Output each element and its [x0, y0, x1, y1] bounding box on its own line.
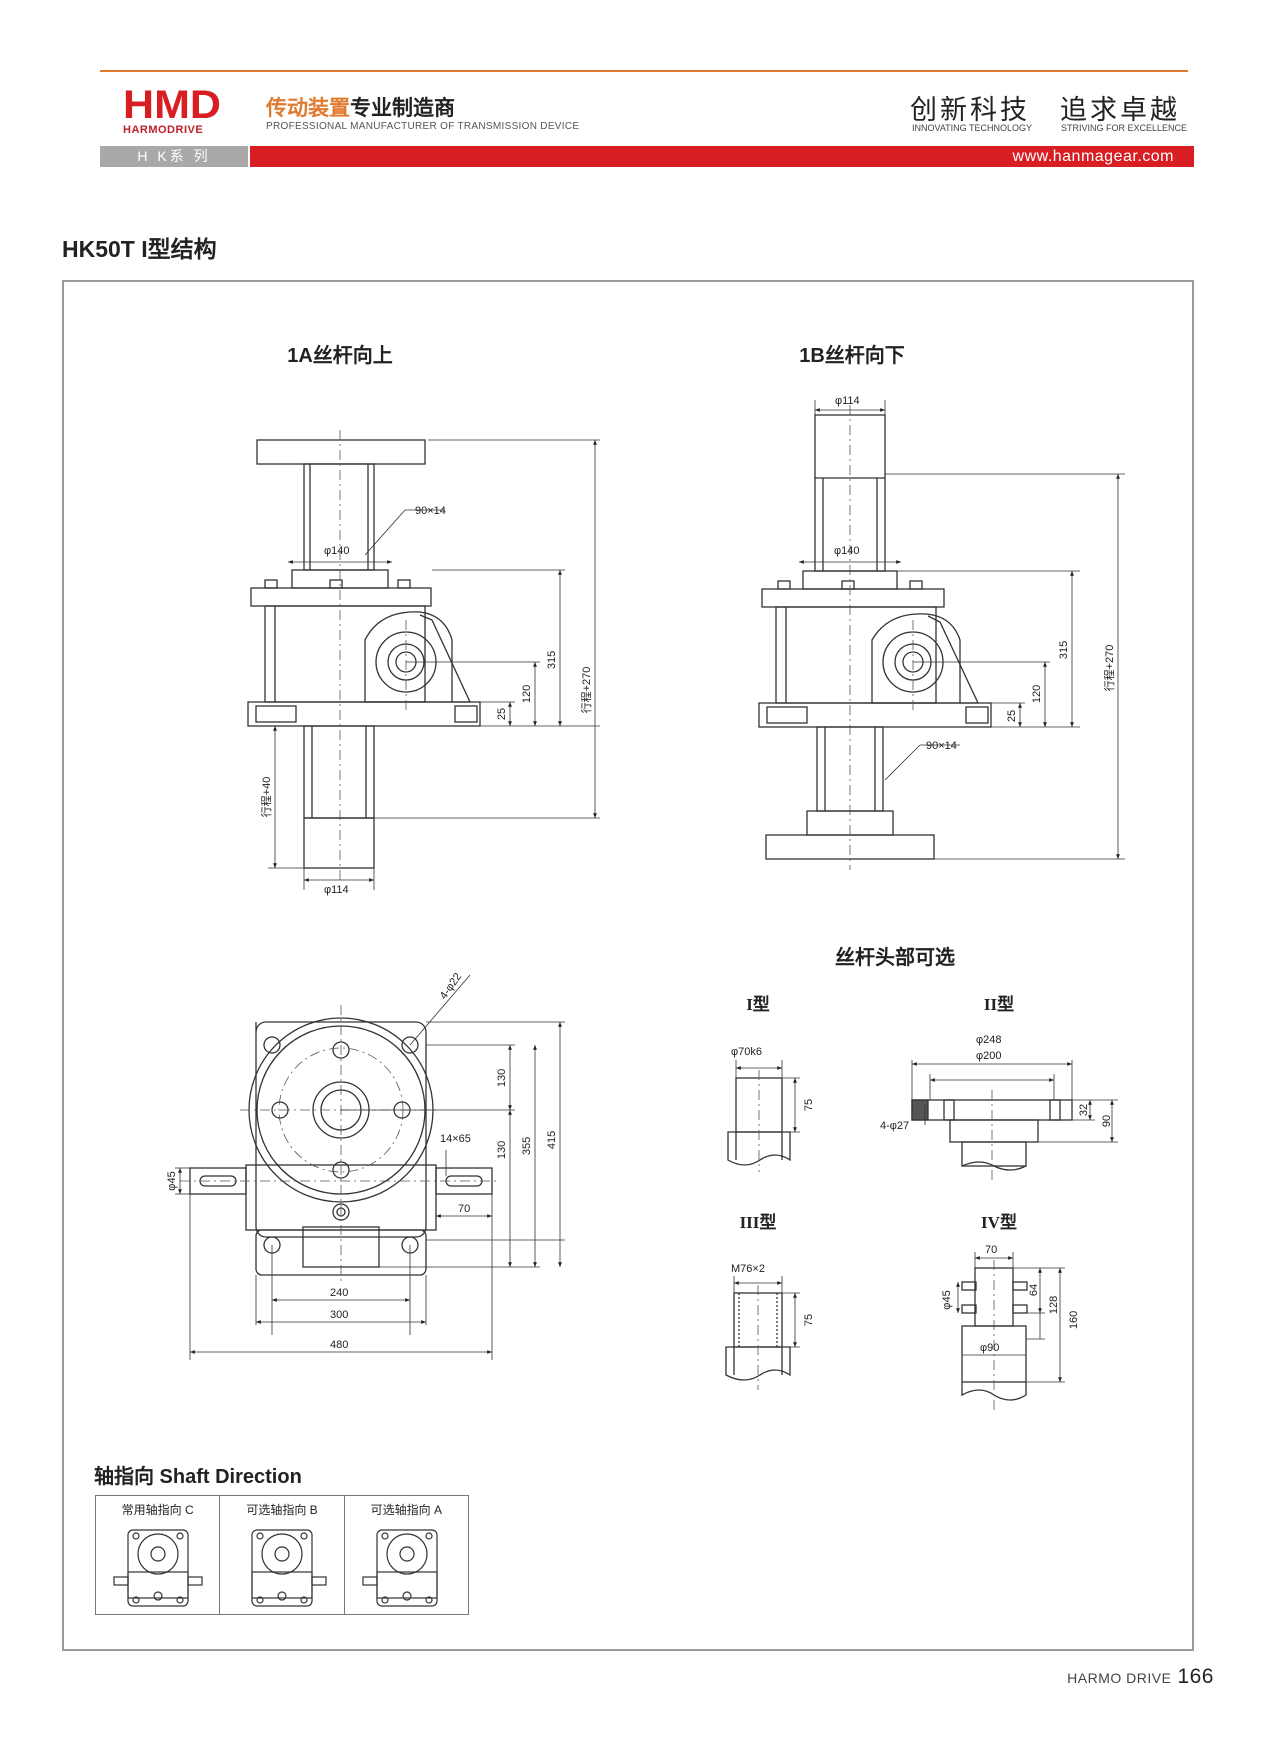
type-iii-label: III型 [740, 1212, 777, 1232]
view-1b-drawing [758, 414, 992, 860]
view-1a-drawing [247, 439, 481, 869]
tagline-en: PROFESSIONAL MANUFACTURER OF TRANSMISSIO… [266, 121, 580, 132]
dim-1a-stroke270: 行程+270 [580, 667, 593, 714]
type-i-drawing [727, 1077, 791, 1166]
dim-1b-25: 25 [1006, 710, 1018, 722]
type-iv-64: 64 [1028, 1284, 1040, 1296]
type-i-label: I型 [746, 994, 770, 1014]
website-url[interactable]: www.hanmagear.com [1012, 148, 1174, 165]
dim-top-240: 240 [330, 1287, 348, 1299]
dim-1b-d114: φ114 [835, 395, 860, 407]
shaft-direction-table: 常用轴指向 C 可选轴指向 B 可选轴指向 A [95, 1495, 469, 1615]
type-i-len: 75 [803, 1099, 815, 1111]
dim-1a-thread: 90×14 [415, 505, 446, 517]
type-iii-thread: M76×2 [731, 1263, 765, 1275]
type-ii-32: 32 [1078, 1104, 1090, 1116]
type-iv-128: 128 [1048, 1296, 1060, 1314]
dim-top-415: 415 [546, 1131, 558, 1149]
tagline-cn: 传动装置专业制造商 [266, 92, 455, 122]
motto-excellence: 追求卓越 [1060, 95, 1180, 126]
type-ii-d200: φ200 [976, 1050, 1002, 1062]
footer-brand: HARMO DRIVE [1067, 1670, 1172, 1686]
dim-1a-315: 315 [546, 651, 558, 669]
type-ii-d248: φ248 [976, 1034, 1002, 1046]
brand-name: HARMODRIVE [123, 124, 204, 136]
shaft-a-diagram [362, 1529, 438, 1607]
type-ii-90: 90 [1101, 1115, 1113, 1127]
motto-innovation: 创新科技 [910, 95, 1030, 126]
view-1a-title: 1A丝杆向上 [287, 343, 393, 367]
shaft-option-label: 可选轴指向 A [370, 1503, 442, 1517]
type-iv-d90: φ90 [980, 1342, 999, 1354]
shaft-option-c: 常用轴指向 C [96, 1496, 221, 1614]
shaft-option-label: 可选轴指向 B [246, 1503, 318, 1517]
motto-innovation-en: INNOVATING TECHNOLOGY [912, 123, 1033, 133]
brand-logo: HMD [123, 86, 221, 122]
dim-top-d45: φ45 [166, 1171, 178, 1190]
logo-text: HMD [123, 86, 221, 122]
dim-1a-d114: φ114 [324, 884, 349, 896]
dim-1a-25: 25 [496, 708, 508, 720]
dim-1b-120: 120 [1031, 685, 1043, 703]
dim-top-key: 14×65 [440, 1133, 471, 1145]
drawing-frame [62, 280, 1194, 1651]
dim-top-130b: 130 [496, 1141, 508, 1159]
shaft-option-b: 可选轴指向 B [220, 1496, 345, 1614]
type-iv-drawing [961, 1267, 1028, 1401]
series-label: H K系 列 [100, 146, 248, 167]
page-number: 166 [1177, 1665, 1214, 1688]
motto-excellence-en: STRIVING FOR EXCELLENCE [1061, 123, 1188, 133]
tagline-rest: 专业制造商 [350, 97, 455, 120]
dim-top-130a: 130 [496, 1069, 508, 1087]
header-red-bar [250, 146, 1194, 167]
view-1b-title: 1B丝杆向下 [799, 343, 905, 367]
dim-1b-315: 315 [1058, 641, 1070, 659]
shaft-option-a: 可选轴指向 A [345, 1496, 468, 1614]
dim-top-70: 70 [458, 1203, 470, 1215]
type-i-dia: φ70k6 [731, 1046, 762, 1058]
type-iv-160: 160 [1068, 1311, 1080, 1329]
dim-1b-thread: 90×14 [926, 740, 957, 752]
dim-1b-d140: φ140 [834, 545, 860, 557]
type-ii-holes: 4-φ27 [880, 1120, 909, 1132]
type-ii-label: II型 [984, 994, 1014, 1014]
type-iii-len: 75 [803, 1314, 815, 1326]
header-top-line [100, 70, 1188, 72]
type-iv-d45: φ45 [941, 1290, 953, 1309]
dim-top-300: 300 [330, 1309, 348, 1321]
dim-top-355: 355 [521, 1137, 533, 1155]
footer: HARMO DRIVE 166 [1067, 1665, 1214, 1689]
shaft-option-label: 常用轴指向 C [121, 1503, 194, 1517]
tagline-accent: 传动装置 [266, 97, 350, 120]
dim-1a-stroke40: 行程+40 [260, 777, 273, 818]
dim-1b-stroke270: 行程+270 [1103, 645, 1116, 692]
shaft-direction-title: 轴指向 Shaft Direction [94, 1466, 302, 1488]
shaft-b-diagram [251, 1529, 327, 1607]
dim-top-480: 480 [330, 1339, 348, 1351]
head-options-title: 丝杆头部可选 [835, 945, 955, 969]
page-title: HK50T I型结构 [62, 236, 217, 262]
type-iv-label: IV型 [981, 1212, 1017, 1232]
dim-1a-120: 120 [521, 685, 533, 703]
type-iv-70: 70 [985, 1244, 997, 1256]
shaft-c-diagram [113, 1529, 203, 1607]
dim-1a-d140: φ140 [324, 545, 350, 557]
